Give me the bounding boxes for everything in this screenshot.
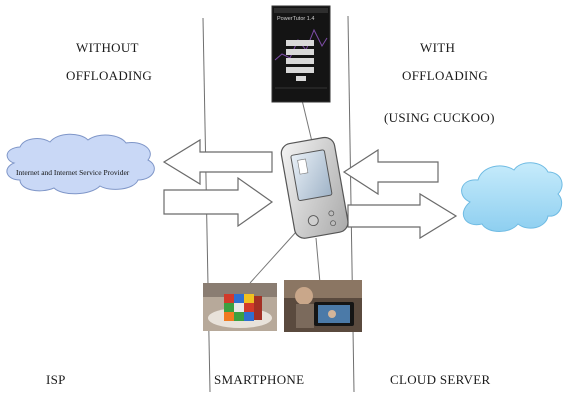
without-offloading-label-line1: WITHOUT xyxy=(76,40,139,56)
isp-cloud-shape xyxy=(7,134,154,194)
arrow-right-pointing-lower xyxy=(164,178,272,226)
arrow-left-pointing-upper xyxy=(164,140,272,184)
isp-cloud-label: Internet and Internet Service Provider xyxy=(16,168,129,177)
app-screenshot-title: PowerTutor 1.4 xyxy=(277,16,314,22)
with-offloading-label-line2: OFFLOADING xyxy=(402,68,488,84)
app-screenshot: PowerTutor 1.4 xyxy=(272,6,330,102)
connector-bottom-left xyxy=(250,232,296,283)
isp-label: ISP xyxy=(46,372,66,388)
using-cuckoo-label: (USING CUCKOO) xyxy=(384,110,495,126)
phone-camera-photo xyxy=(284,280,362,332)
cloud-server-label: CLOUD SERVER xyxy=(390,372,490,388)
connector-bottom-right xyxy=(316,238,320,283)
arrow-left-pointing-right-side xyxy=(344,150,438,194)
smartphone-label: SMARTPHONE xyxy=(214,372,304,388)
without-offloading-label-line2: OFFLOADING xyxy=(66,68,152,84)
cloud-server-shape xyxy=(462,163,562,232)
arrow-right-pointing-right-side xyxy=(348,194,456,238)
with-offloading-label-line1: WITH xyxy=(420,40,455,56)
rubiks-cube-photo xyxy=(203,283,277,331)
divider-right xyxy=(348,16,354,392)
smartphone-device-icon xyxy=(280,136,350,240)
